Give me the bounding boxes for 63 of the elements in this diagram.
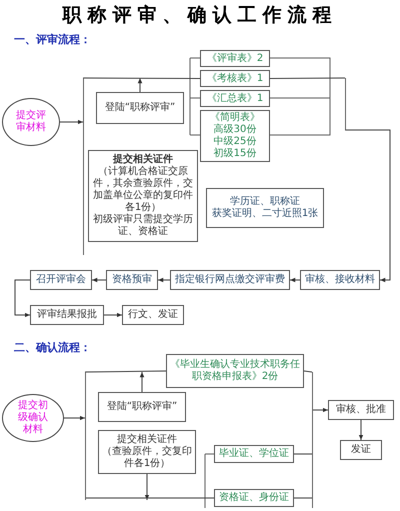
form-box — [214, 445, 294, 463]
process-box — [30, 270, 92, 290]
process-box — [206, 188, 324, 228]
box-text: 提交相关证件 — [117, 434, 177, 446]
arrow — [104, 312, 122, 318]
arrow — [312, 408, 328, 412]
box-text: 《简明表》 — [210, 112, 260, 124]
box-note: 获奖证明、二寸近照1张 — [212, 208, 318, 220]
arrow — [140, 372, 144, 392]
diagram-title: 职称评审、确认工作流程 — [61, 3, 338, 28]
arrow — [60, 120, 84, 124]
arrow — [358, 420, 364, 440]
process-box — [340, 440, 382, 460]
box-text: 《汇总表》1 — [206, 92, 264, 104]
form-box — [214, 489, 294, 507]
box-text: 《评审表》2 — [206, 52, 264, 64]
form-box — [200, 50, 270, 67]
process-box — [122, 305, 184, 325]
process-box — [106, 270, 158, 290]
box-text: 审核、批准 — [336, 404, 386, 416]
box-text: 指定银行网点缴交评审费 — [175, 274, 285, 286]
box-text: 发证 — [351, 444, 371, 456]
box-text: 毕业证、学位证 — [219, 448, 289, 460]
process-box — [170, 270, 290, 290]
box-note: 初级评审只需提交学历证、资格证 — [92, 214, 194, 238]
process-box — [88, 150, 198, 242]
box-text: 行文、发证 — [128, 309, 178, 321]
form-box — [166, 354, 304, 388]
arrow — [14, 280, 30, 318]
box-text: 《考核表》1 — [206, 72, 264, 84]
box-text: 资格预审 — [112, 274, 152, 286]
box-text: 提交评审材料 — [15, 110, 47, 134]
form-box — [200, 70, 270, 87]
box-text: 召开评审会 — [36, 274, 86, 286]
arrow — [158, 278, 170, 282]
section-heading: 二、确认流程： — [14, 340, 91, 355]
process-box — [98, 430, 196, 474]
box-text: 登陆“职称评审” — [106, 401, 178, 413]
box-note: （计算机合格证交原件，其余查验原件，交加盖单位公章的复印件各1份） — [92, 166, 194, 214]
process-box — [300, 270, 380, 290]
box-note: （查验原件，交复印件各1份） — [102, 446, 192, 470]
form-box — [200, 90, 270, 107]
arrow — [144, 474, 150, 500]
process-box — [30, 305, 104, 325]
box-text: 审核、接收材料 — [305, 274, 375, 286]
process-box — [96, 92, 184, 124]
arrow — [290, 278, 300, 282]
process-box — [328, 400, 394, 420]
box-text: 提交初级确认材料 — [17, 400, 49, 436]
box-text: 资格证、身份证 — [219, 492, 289, 504]
box-text: 《毕业生确认专业技术职务任职资格申报表》2份 — [170, 359, 300, 383]
arrow — [92, 278, 106, 282]
box-note: 高级30份中级25份初级15份 — [212, 124, 258, 160]
process-box — [98, 392, 186, 422]
section-heading: 一、评审流程： — [14, 32, 91, 47]
box-text: 登陆“职称评审” — [104, 102, 176, 114]
arrow — [138, 78, 142, 92]
box-text: 评审结果报批 — [37, 309, 97, 321]
box-text: 提交相关证件 — [113, 154, 173, 166]
arrow — [64, 416, 86, 420]
box-text: 学历证、职称证 — [230, 196, 300, 208]
form-box — [200, 110, 270, 162]
arrow — [344, 130, 390, 282]
